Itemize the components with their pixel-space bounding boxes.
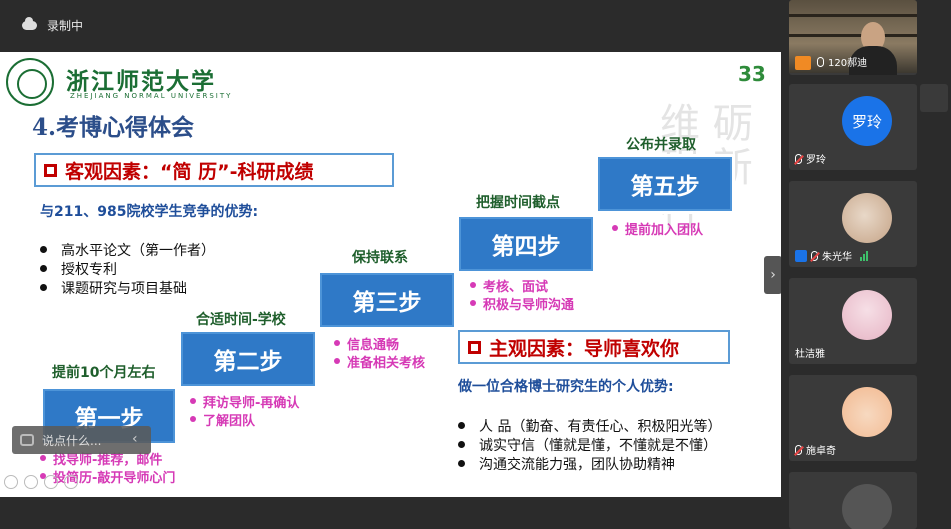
list-item: 高水平论文（第一作者） [40, 240, 215, 259]
shared-slide: 浙江师范大学 ZHEJIANG NORMAL UNIVERSITY 33 4.考… [0, 52, 781, 497]
list-item: 了解团队 [190, 410, 299, 429]
signal-icon [860, 250, 868, 261]
participant-tile[interactable]: 杜洁雅 [789, 278, 917, 364]
step4-block: 第四步 [456, 214, 596, 274]
step1-label: 提前10个月左右 [52, 365, 156, 381]
avatar [842, 193, 892, 243]
subjective-subtitle: 做一位合格博士研究生的个人优势: [458, 379, 674, 395]
zoom-icon[interactable] [64, 475, 78, 489]
step5-label: 公布并录取 [626, 137, 696, 153]
list-item: 人 品（勤奋、有责任心、积极阳光等） [458, 416, 721, 435]
chevron-left-icon[interactable]: ‹ [132, 431, 138, 447]
next-icon[interactable] [44, 475, 58, 489]
participant-tile[interactable] [789, 472, 917, 529]
university-name-en: ZHEJIANG NORMAL UNIVERSITY [70, 92, 233, 100]
participant-tile-video[interactable]: 120郝迪 [789, 0, 917, 75]
participant-name: 罗玲 [795, 151, 826, 166]
list-item: 积极与导师沟通 [470, 294, 574, 313]
list-item: 投简历-敲开导师心门 [40, 467, 175, 486]
objective-bullet-list: 高水平论文（第一作者） 授权专利 课题研究与项目基础 [40, 240, 215, 297]
top-bar: 录制中 [0, 0, 780, 52]
step4-label: 把握时间截点 [476, 195, 560, 211]
subjective-factor-box: 主观因素：导师喜欢你 [458, 330, 730, 364]
step2-block: 第二步 [178, 329, 318, 389]
subjective-bullet-list: 人 品（勤奋、有责任心、积极阳光等） 诚实守信（懂就是懂，不懂就是不懂） 沟通交… [458, 416, 721, 473]
play-icon[interactable] [24, 475, 38, 489]
bottom-bar [0, 497, 781, 529]
chat-input[interactable]: 说点什么... [12, 426, 151, 454]
list-item: 考核、面试 [470, 276, 574, 295]
objective-subtitle: 与211、985院校学生竞争的优势: [40, 204, 259, 220]
step2-label: 合适时间-学校 [196, 312, 286, 328]
participant-name: 120郝迪 [817, 54, 867, 69]
recording-label: 录制中 [47, 19, 84, 33]
recording-indicator[interactable]: 录制中 [22, 17, 83, 34]
list-item: 沟通交流能力强，团队协助精神 [458, 454, 721, 473]
avatar [842, 484, 892, 529]
list-item: 准备相关考核 [334, 352, 425, 371]
participant-name: 施卓奇 [795, 442, 836, 457]
step5-block: 第五步 [595, 154, 735, 214]
step1-notes: 找导师-推荐，邮件 投简历-敲开导师心门 [40, 449, 175, 486]
mic-muted-icon [795, 153, 802, 164]
step2-notes: 拜访导师-再确认 了解团队 [190, 392, 299, 429]
cloud-icon [22, 17, 37, 30]
university-name: 浙江师范大学 [66, 68, 216, 95]
list-item: 拜访导师-再确认 [190, 392, 299, 411]
step5-notes: 提前加入团队 [612, 219, 703, 238]
host-icon [795, 56, 811, 70]
participant-name: 朱光华 [795, 248, 868, 263]
participant-video [789, 0, 917, 75]
user-icon [795, 249, 807, 262]
section-title: 4.考博心得体会 [32, 114, 195, 141]
list-item: 授权专利 [40, 259, 215, 278]
list-item: 课题研究与项目基础 [40, 278, 215, 297]
step3-label: 保持联系 [352, 250, 408, 266]
slide-nav-controls [4, 475, 78, 489]
subjective-title: 主观因素：导师喜欢你 [489, 337, 680, 360]
participant-name: 杜洁雅 [795, 349, 825, 360]
chat-placeholder: 说点什么... [42, 433, 102, 448]
list-item: 找导师-推荐，邮件 [40, 449, 175, 468]
participant-tile[interactable]: 罗玲 罗玲 [789, 84, 917, 170]
mic-muted-icon [811, 250, 818, 261]
university-seal-logo [6, 58, 54, 106]
mic-icon [817, 56, 824, 67]
list-item: 诚实守信（懂就是懂，不懂就是不懂） [458, 435, 721, 454]
mic-muted-icon [795, 444, 802, 455]
chat-icon [20, 434, 34, 446]
avatar: 罗玲 [842, 96, 892, 146]
participant-tile[interactable]: 朱光华 [789, 181, 917, 267]
step3-notes: 信息通畅 准备相关考核 [334, 334, 425, 371]
prev-icon[interactable] [4, 475, 18, 489]
step3-block: 第三步 [317, 270, 457, 330]
list-item: 信息通畅 [334, 334, 425, 353]
slide-page-number: 33 [738, 62, 766, 86]
square-bullet-icon [468, 340, 481, 354]
step4-notes: 考核、面试 积极与导师沟通 [470, 276, 574, 313]
objective-title: 客观因素：“简 历”-科研成绩 [65, 160, 314, 183]
objective-factor-box: 客观因素：“简 历”-科研成绩 [34, 153, 394, 187]
square-bullet-icon [44, 163, 57, 177]
avatar [842, 290, 892, 340]
mute-all-button[interactable] [920, 84, 948, 112]
collapse-sidebar-button[interactable]: › [764, 256, 782, 294]
list-item: 提前加入团队 [612, 219, 703, 238]
participant-tile[interactable]: 施卓奇 [789, 375, 917, 461]
avatar [842, 387, 892, 437]
